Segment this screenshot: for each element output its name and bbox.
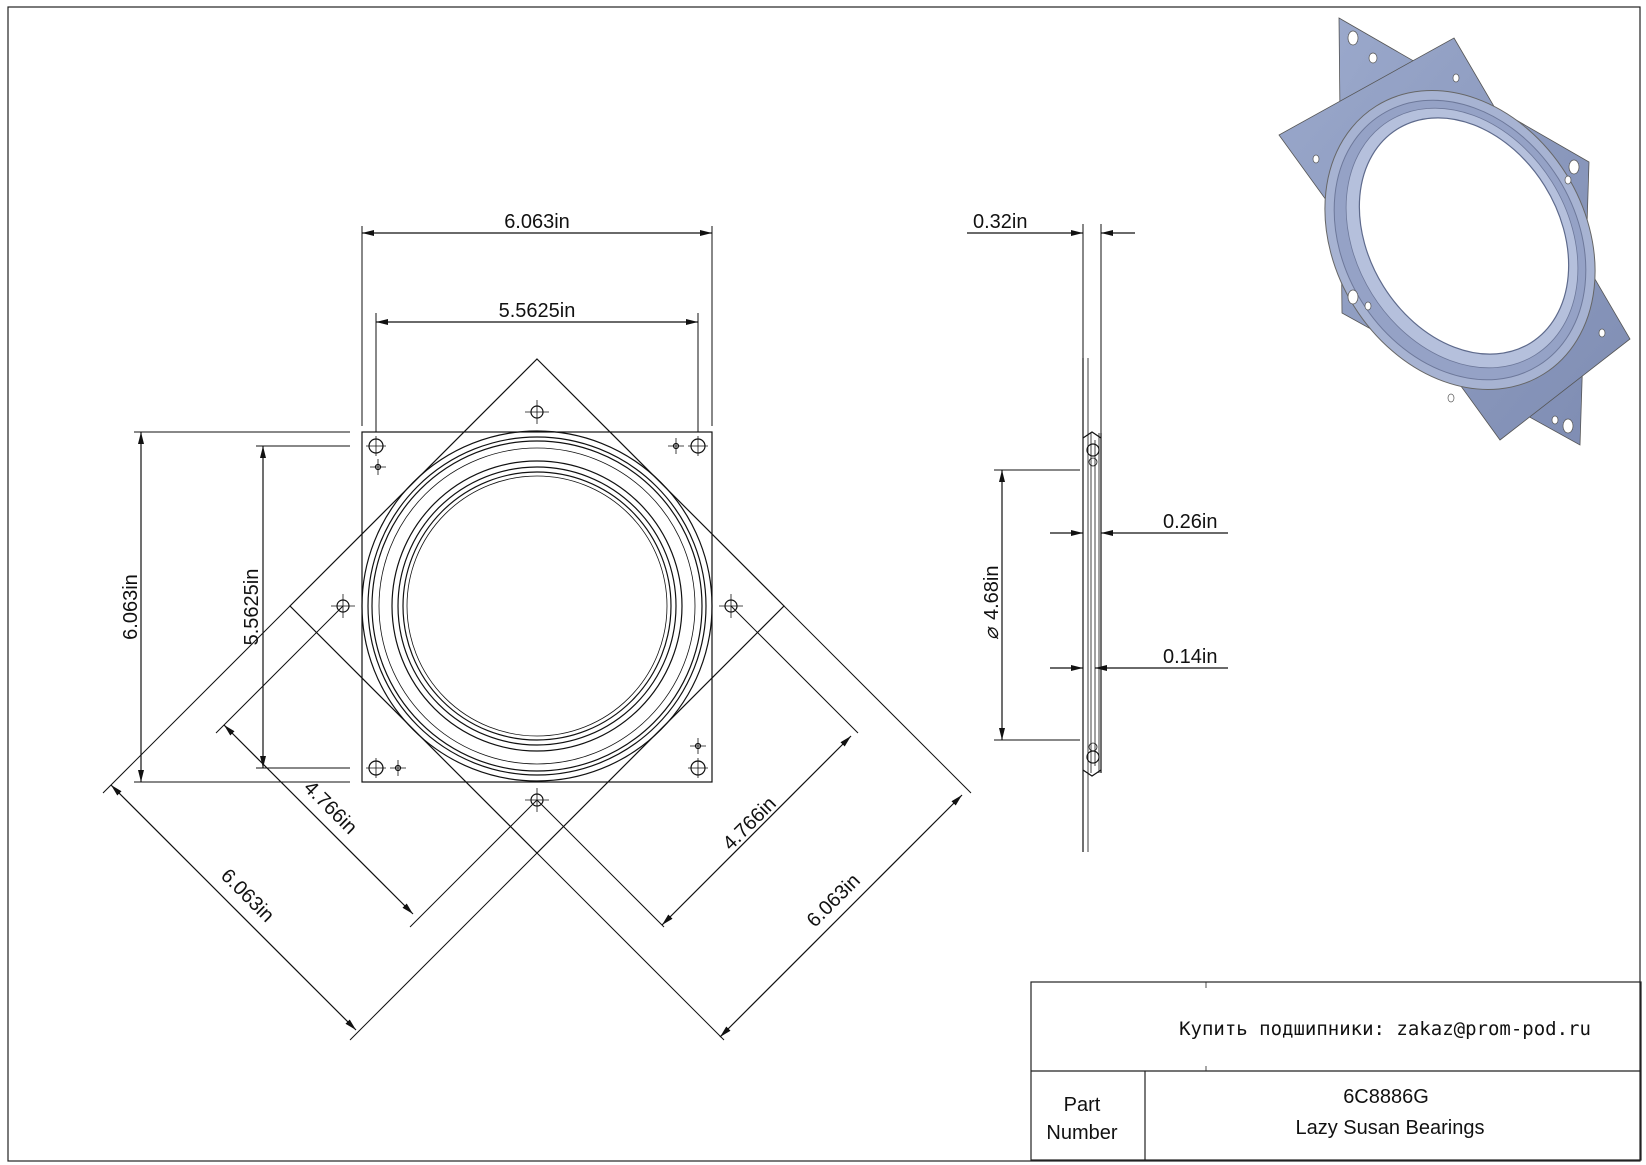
dim-diag-left-holes: 4.766in	[299, 777, 361, 839]
mid-ring	[378, 447, 696, 765]
diameter-symbol: ⌀	[981, 626, 1003, 640]
dim-width-outer: 6.063in	[504, 211, 570, 233]
sheet-border	[7, 6, 1641, 1162]
square-plate	[361, 431, 713, 783]
inner-ring-2	[402, 471, 672, 741]
iso-inner-opening	[1358, 117, 1570, 355]
label-number: Number	[1046, 1122, 1117, 1144]
outer-ring-3	[371, 440, 703, 772]
dim-width-holes: 5.5625in	[499, 300, 576, 322]
outer-ring	[361, 430, 713, 782]
iso-view	[1278, 17, 1631, 446]
label-part: Part	[1064, 1094, 1101, 1116]
diamond-holes	[331, 400, 743, 812]
part-description: Lazy Susan Bearings	[1295, 1117, 1484, 1139]
front-view: 6.063in 5.5625in 6.063in 5.5625in 4.766i…	[102, 211, 972, 1041]
dim-diag-left-outer: 6.063in	[216, 865, 278, 927]
dim-height-holes: 5.5625in	[241, 569, 263, 646]
title-block: Купить подшипники: zakaz@prom-pod.ru Par…	[1030, 981, 1642, 1161]
outer-ring-2	[367, 436, 707, 776]
dim-plate-b: 0.14in	[1163, 646, 1218, 668]
part-number: 6C8886G	[1343, 1086, 1429, 1108]
contact-text: Купить подшипники: zakaz@prom-pod.ru	[1179, 1018, 1591, 1040]
ball-bottom	[1086, 750, 1100, 764]
diamond-plate	[289, 358, 785, 854]
inner-ring	[397, 466, 677, 746]
mid-ring-2	[391, 460, 683, 752]
dim-plate-a: 0.26in	[1163, 511, 1218, 533]
dim-diameter: 4.68in	[981, 566, 1003, 621]
side-view: 0.32in 4.68in ⌀ 0.26in 0.14in	[967, 211, 1228, 852]
ball-top	[1086, 443, 1100, 457]
dim-thickness: 0.32in	[973, 211, 1028, 233]
dim-height-outer: 6.063in	[120, 574, 142, 640]
dim-diag-right-holes: 4.766in	[719, 793, 781, 855]
inner-ring-3	[406, 475, 668, 737]
